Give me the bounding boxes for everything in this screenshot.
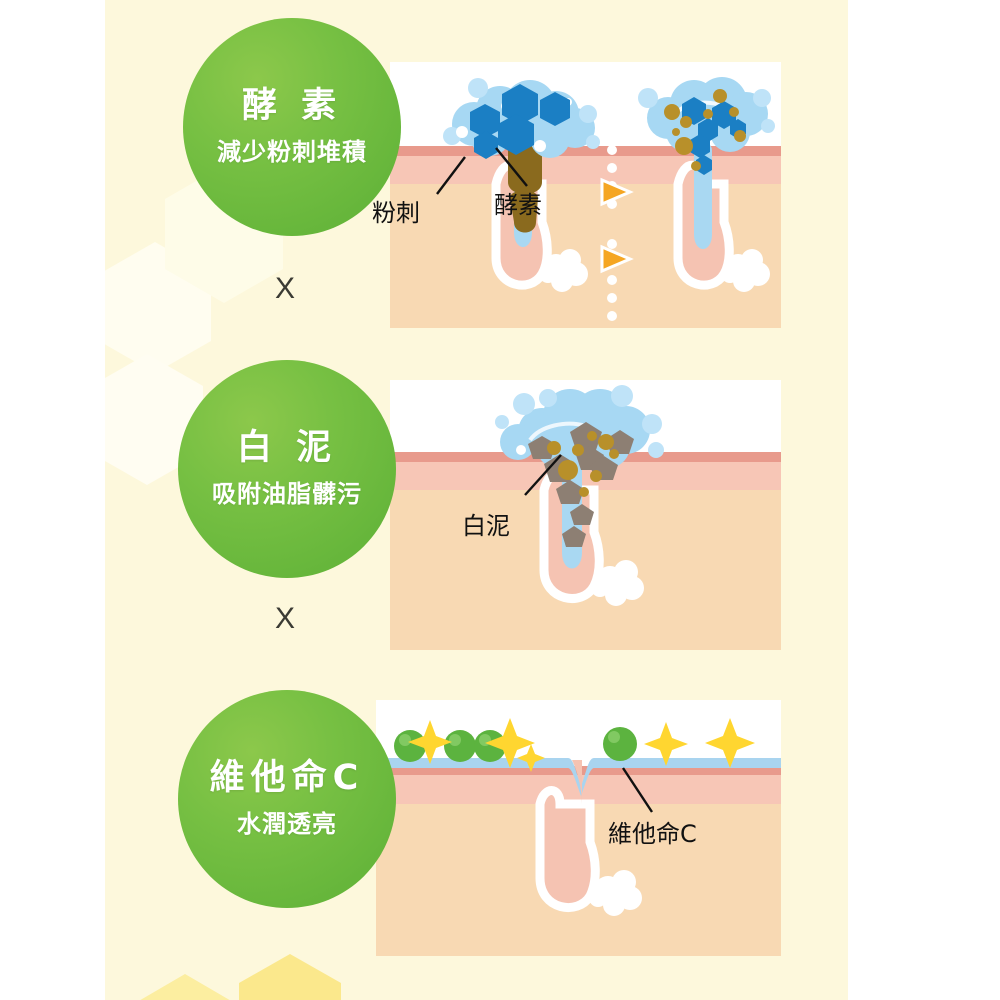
panel-white-clay: [390, 380, 781, 650]
ingredient-subtitle-vitamin-c: 水潤透亮: [237, 810, 337, 839]
panel-vitamin-c: [376, 700, 781, 956]
ingredient-subtitle-enzyme: 減少粉刺堆積: [217, 138, 367, 167]
hexagon-decoration-5: [133, 972, 237, 1000]
ingredient-title-white-clay: 白 泥: [236, 427, 338, 468]
ingredient-subtitle-white-clay: 吸附油脂髒污: [212, 480, 362, 509]
clay-foam: [495, 385, 664, 547]
process-arrow-divider: [600, 145, 634, 321]
sparkles: [408, 718, 755, 772]
ingredient-circle-vitamin-c[interactable]: 維他命C 水潤透亮: [178, 690, 396, 908]
ingredient-title-enzyme: 酵 素: [241, 85, 343, 126]
callout-label-white-clay: 白泥: [462, 512, 510, 540]
callout-label-enzyme: 酵素: [494, 191, 542, 219]
operator-x-1: X: [275, 272, 296, 305]
ingredient-circle-white-clay[interactable]: 白 泥 吸附油脂髒污: [178, 360, 396, 578]
panel-enzyme: [390, 62, 781, 328]
ingredient-title-vitamin-c: 維他命C: [209, 757, 365, 798]
callout-label-vitamin-c: 維他命C: [608, 820, 697, 848]
callout-label-comedone: 粉刺: [372, 199, 420, 227]
enzyme-foam-left: [443, 78, 600, 159]
enzyme-foam-right: [638, 77, 775, 175]
operator-x-2: X: [275, 602, 296, 635]
ingredient-circle-enzyme[interactable]: 酵 素 減少粉刺堆積: [183, 18, 401, 236]
hexagon-decoration-4: [235, 952, 345, 1000]
